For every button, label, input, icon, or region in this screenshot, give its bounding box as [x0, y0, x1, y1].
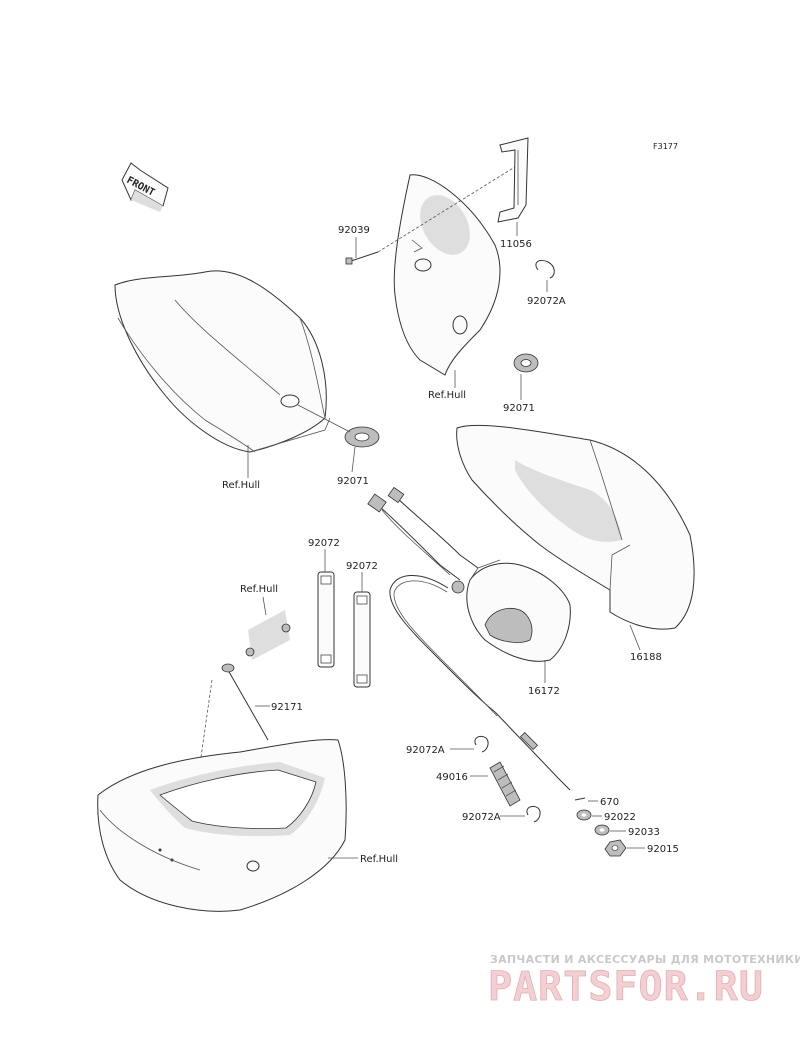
- label-92071-right: 92071: [503, 403, 535, 414]
- label-16188: 16188: [630, 652, 662, 663]
- wire-harness: [367, 486, 479, 581]
- control-cable: [389, 575, 571, 791]
- hull-lower: [97, 739, 347, 912]
- label-92039: 92039: [338, 225, 370, 236]
- mount-plate: [245, 610, 291, 660]
- part-670: [574, 797, 586, 801]
- label-92072A-mid: 92072A: [406, 745, 445, 756]
- cover-16188: [456, 424, 695, 630]
- boot-49016: [489, 761, 521, 807]
- bracket-panel: [393, 174, 501, 376]
- grommet-92071-left: [344, 426, 380, 448]
- grommet-92071-right: [513, 353, 539, 373]
- label-92015: 92015: [647, 844, 679, 855]
- clamp-92072A-low: [526, 805, 541, 823]
- watermark-subtitle: ЗАПЧАСТИ И АКСЕССУАРЫ ДЛЯ МОТОТЕХНИКИ: [490, 953, 800, 966]
- label-ref-hull-2: Ref.Hull: [222, 480, 260, 491]
- bolt-92039: [345, 251, 379, 265]
- washer-92022: [576, 809, 592, 821]
- label-ref-hull-3: Ref.Hull: [240, 584, 278, 595]
- label-92072A-top: 92072A: [527, 296, 566, 307]
- label-92171: 92171: [271, 702, 303, 713]
- rod-92171: [221, 663, 269, 741]
- label-16172: 16172: [528, 686, 560, 697]
- module-16172: [451, 559, 571, 662]
- label-ref-hull-4: Ref.Hull: [360, 854, 398, 865]
- label-11056: 11056: [500, 239, 532, 250]
- clamp-92072A-top: [535, 259, 555, 279]
- nut-92015: [604, 839, 627, 857]
- washer-92033: [594, 824, 610, 836]
- hull-cover-left: [114, 270, 331, 453]
- figure-code: F3177: [653, 142, 678, 151]
- watermark-brand: PARTSFOR.RU: [488, 964, 764, 1010]
- label-92071-left: 92071: [337, 476, 369, 487]
- label-92072-b: 92072: [346, 561, 378, 572]
- label-92033: 92033: [628, 827, 660, 838]
- label-670: 670: [600, 797, 619, 808]
- label-49016: 49016: [436, 772, 468, 783]
- strap-92072-b: [353, 591, 371, 688]
- bracket-11056: [497, 137, 529, 223]
- label-92022: 92022: [604, 812, 636, 823]
- front-arrow-icon: FRONT: [121, 162, 169, 212]
- label-92072A-low: 92072A: [462, 812, 501, 823]
- label-92072-a: 92072: [308, 538, 340, 549]
- label-ref-hull-1: Ref.Hull: [428, 390, 466, 401]
- clamp-92072A-mid: [474, 735, 489, 753]
- strap-92072-a: [317, 571, 335, 668]
